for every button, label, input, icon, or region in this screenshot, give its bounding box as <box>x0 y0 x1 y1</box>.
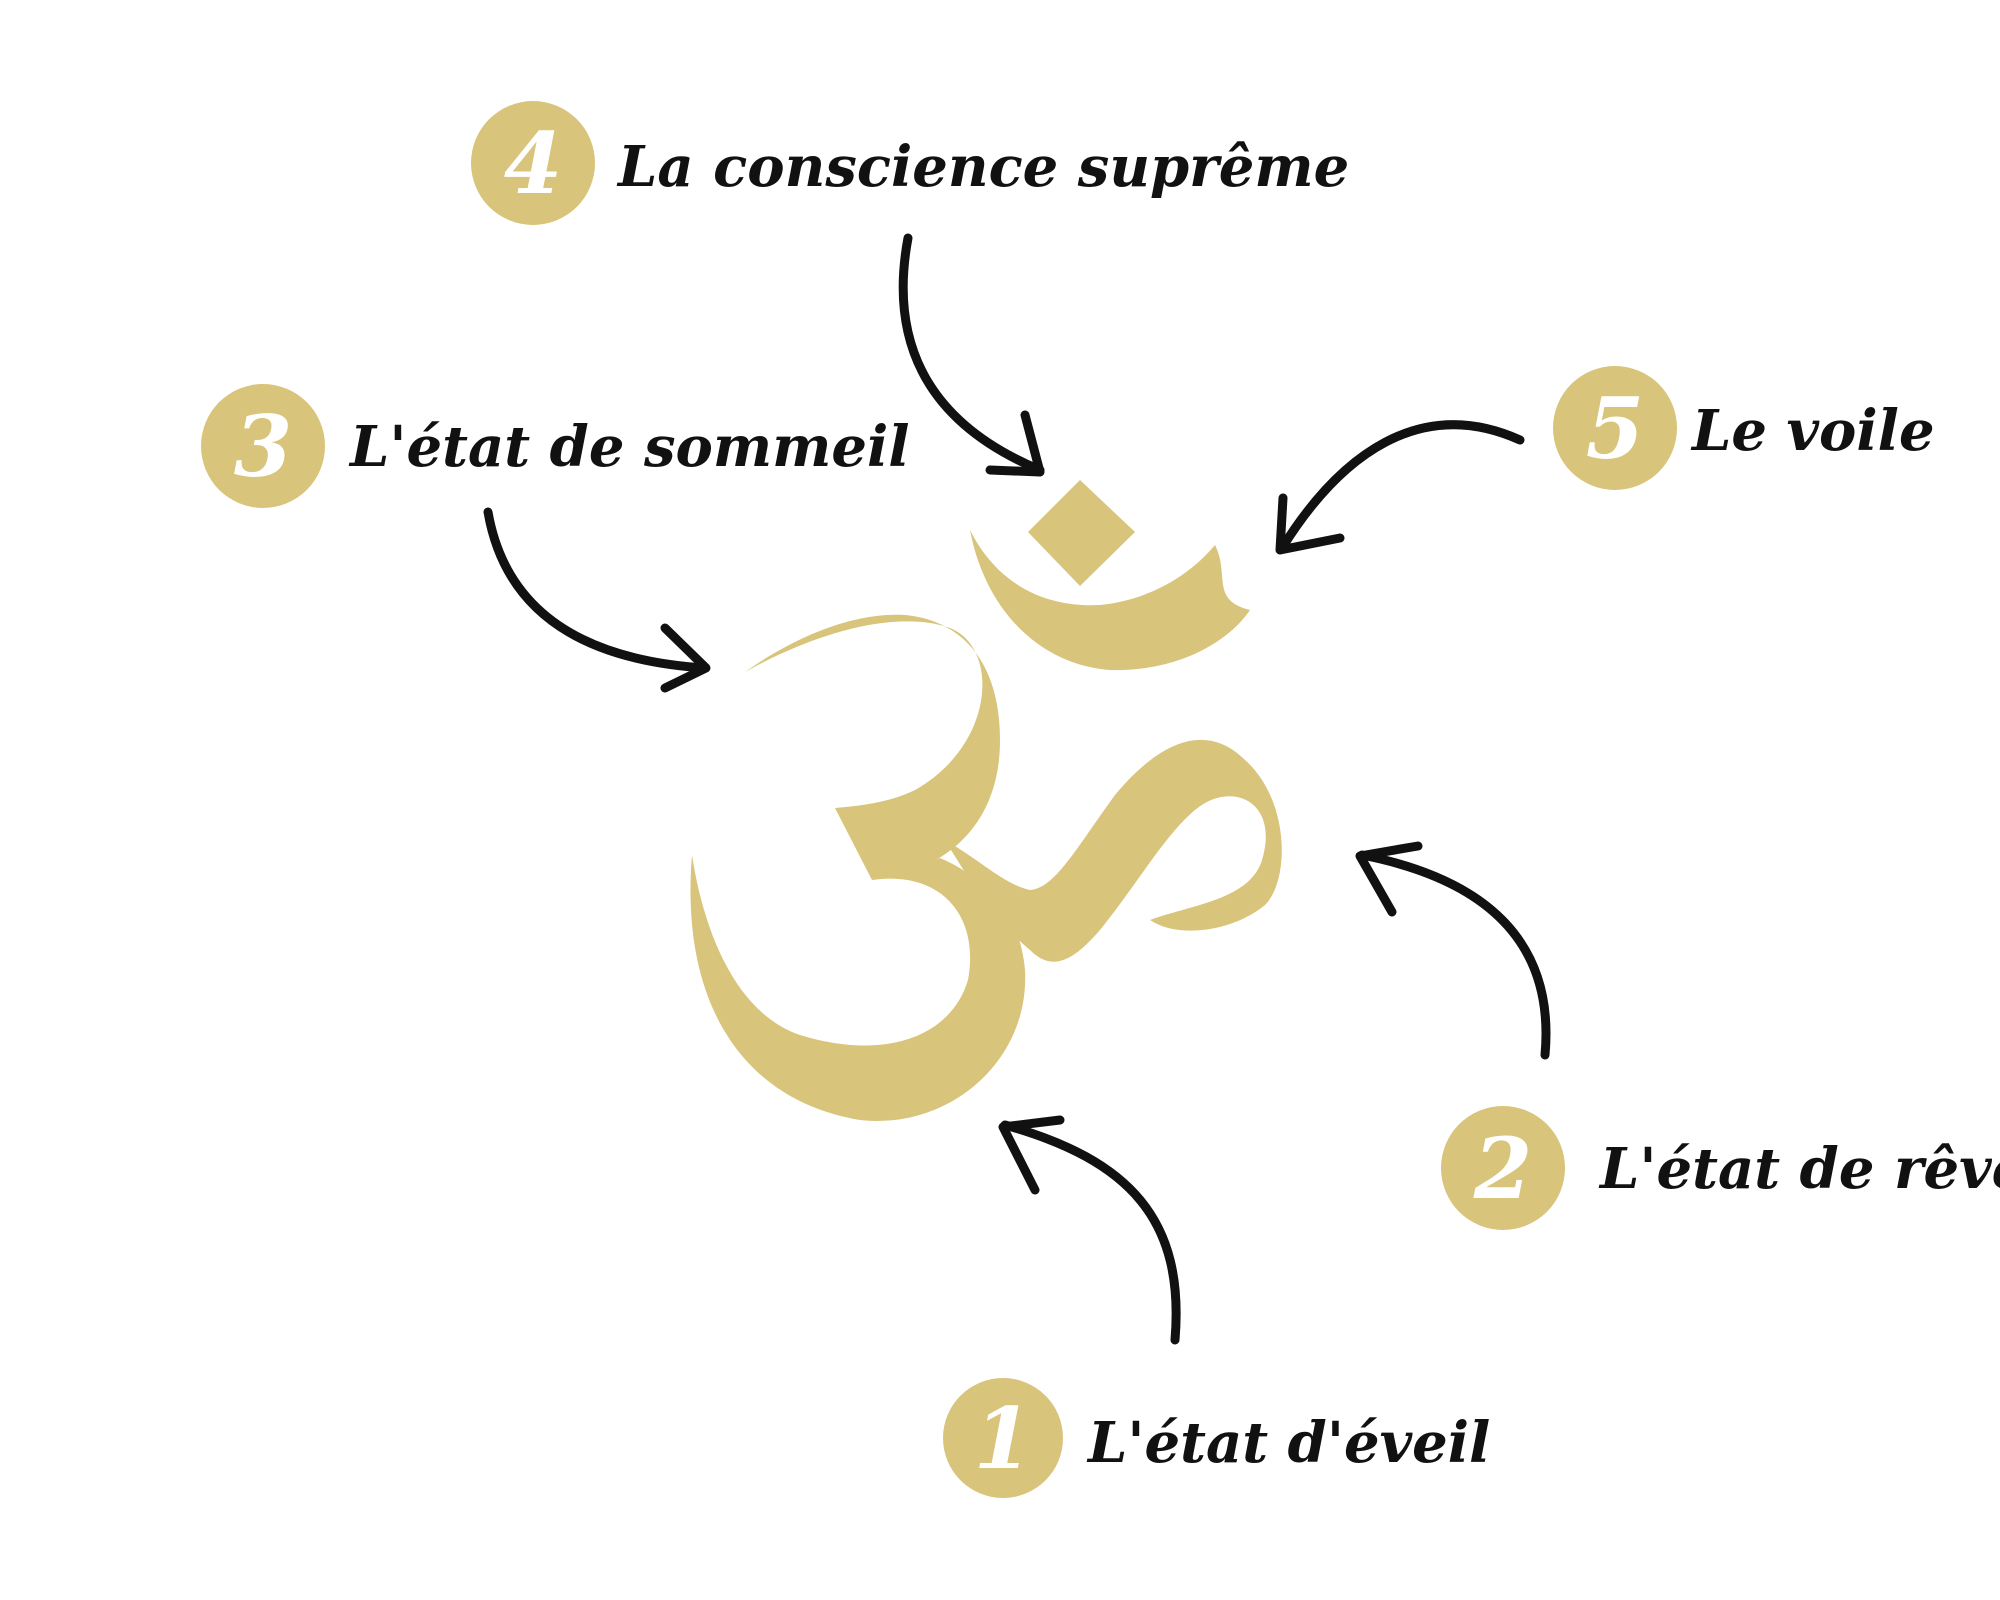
arrow-state-2 <box>1355 841 1551 1060</box>
badge-circle <box>1553 366 1677 490</box>
label-state-5: Le voile <box>1690 398 1935 464</box>
label-state-4: La conscience suprême <box>616 134 1349 200</box>
om-bindu <box>1028 480 1135 586</box>
label-state-3: L'état de sommeil <box>348 414 910 480</box>
badge-number: 2 <box>1473 1119 1532 1218</box>
arrow-state-3 <box>483 507 711 693</box>
om-crescent <box>970 530 1250 671</box>
label-state-1: L'état d'éveil <box>1086 1410 1490 1476</box>
badge-state-2: 2 <box>1441 1106 1565 1230</box>
badge-state-3: 3 <box>201 384 325 508</box>
label-state-2: L'état de rêve <box>1598 1136 2000 1202</box>
badge-circle <box>201 384 325 508</box>
badge-circle <box>943 1378 1063 1498</box>
arrow-state-4 <box>898 233 1045 477</box>
badge-circle <box>471 101 595 225</box>
badge-state-5: 5 <box>1553 366 1677 490</box>
badge-state-1: 1 <box>943 1378 1063 1498</box>
badge-number: 4 <box>504 114 562 213</box>
badge-number: 3 <box>234 397 292 496</box>
arrow-state-1 <box>998 1115 1181 1345</box>
badge-number: 1 <box>974 1389 1032 1488</box>
badge-state-4: 4 <box>471 101 595 225</box>
om-symbol-icon <box>690 480 1282 1121</box>
badge-circle <box>1441 1106 1565 1230</box>
arrow-state-5 <box>1275 420 1525 555</box>
om-upper-curve <box>745 614 1000 880</box>
om-tail <box>945 739 1282 962</box>
badge-number: 5 <box>1586 379 1644 478</box>
om-lower-curve <box>690 855 1026 1121</box>
